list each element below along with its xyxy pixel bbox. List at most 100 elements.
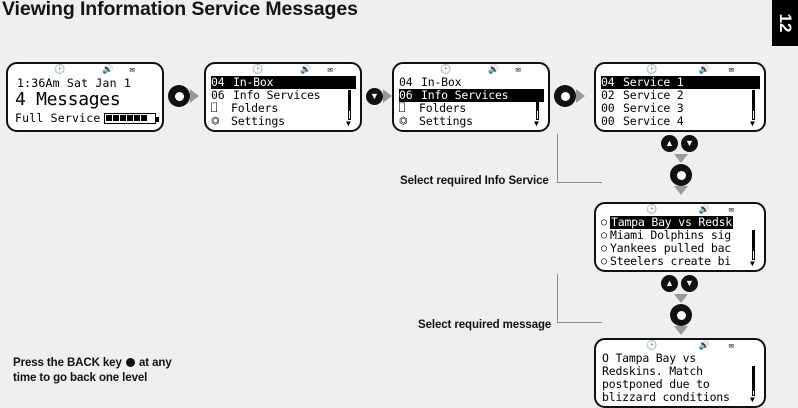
list-item[interactable]: 06 Info Services [211, 89, 356, 102]
row-count: 04 [211, 75, 225, 89]
scrollbar[interactable]: ▼ [750, 230, 757, 268]
list-item[interactable]: 00 Service 3 [601, 102, 760, 115]
scrollbar[interactable]: ▼ [750, 366, 757, 404]
back-note-text-1: Press the BACK key [13, 357, 122, 369]
idle-message-count: 4 Messages [15, 89, 121, 110]
message-detail-body: O Tampa Bay vs Redskins. Match postponed… [601, 352, 760, 405]
ok-key-2[interactable] [554, 85, 576, 107]
scroll-down-indicator: ▼ [534, 119, 539, 128]
message-list-body: ○ Tampa Bay vs Redsk ○ Miami Dolphins si… [601, 216, 760, 269]
row-label: Steelers create bi [610, 254, 732, 268]
flow-arrow-right-3 [576, 89, 585, 103]
row-label: Folders [231, 101, 279, 115]
message-list-screen: 🕑 🔊 ✉ ○ Tampa Bay vs Redsk ○ Miami Dolph… [594, 202, 766, 272]
row-label: In-Box [233, 75, 274, 89]
unread-envelope-icon: ○ [601, 243, 607, 254]
down-key-1[interactable]: ▼ [366, 88, 383, 105]
back-note-text-3: time to go back one level [13, 372, 148, 384]
menu-screen-inbox: 🕑 🔊 ✉ 04 In-Box 06 Info Services ⎕ Folde… [204, 62, 362, 132]
down-key-2[interactable]: ▼ [681, 135, 698, 152]
list-item[interactable]: ⏣ Settings [211, 115, 356, 128]
list-item[interactable]: ○ Tampa Bay vs Redsk [601, 216, 760, 229]
row-count: 00 [601, 101, 615, 115]
envelope-icon: ✉ [515, 65, 522, 75]
annotation-select-message: Select required message [418, 319, 552, 331]
scroll-down-indicator: ▼ [750, 119, 755, 128]
list-item[interactable]: ○ Yankees pulled bac [601, 242, 760, 255]
row-count: 06 [399, 88, 413, 102]
speaker-icon: 🔊 [101, 65, 114, 75]
info-service-list-screen: 🕑 🔊 ✉ 04 Service 1 02 Service 2 00 Servi… [594, 62, 766, 132]
menu-body: 04 In-Box 06 Info Services ⎕ Folders ⏣ S… [399, 76, 544, 129]
scrollbar-thumb[interactable] [536, 91, 539, 111]
list-item[interactable]: ○ Steelers create bi [601, 255, 760, 268]
scrollbar-thumb[interactable] [752, 367, 755, 391]
down-key-3[interactable]: ▼ [681, 275, 698, 292]
scroll-down-indicator: ▼ [346, 119, 351, 128]
list-item[interactable]: 04 Service 1 [601, 76, 760, 89]
list-item[interactable]: 02 Service 2 [601, 89, 760, 102]
message-rows: ○ Tampa Bay vs Redsk ○ Miami Dolphins si… [601, 216, 760, 269]
list-item[interactable]: ⏣ Settings [399, 115, 544, 128]
menu-rows: 04 In-Box 06 Info Services ⎕ Folders ⏣ S… [211, 76, 356, 129]
envelope-icon: ✉ [728, 205, 735, 215]
service-list-body: 04 Service 1 02 Service 2 00 Service 3 0… [601, 76, 760, 129]
idle-screen: 🕑 🔊 ✉ 1:36Am Sat Jan 1 4 Messages Full S… [6, 62, 164, 132]
row-label: Yankees pulled bac [610, 241, 732, 255]
envelope-icon: ✉ [327, 65, 334, 75]
settings-icon: ⏣ [399, 116, 408, 127]
list-item[interactable]: 00 Service 4 [601, 115, 760, 128]
row-label: Service 1 [623, 75, 684, 89]
battery-bars [106, 115, 147, 121]
flow-arrow-down-3 [674, 294, 688, 303]
row-count: 06 [211, 88, 225, 102]
scrollbar-thumb[interactable] [752, 231, 755, 251]
row-label: In-Box [421, 75, 462, 89]
list-item[interactable]: 04 In-Box [211, 76, 356, 89]
scrollbar[interactable]: ▼ [750, 90, 757, 128]
flow-arrow-right-2 [383, 89, 392, 103]
scroll-down-indicator: ▼ [750, 259, 755, 268]
list-item[interactable]: 04 In-Box [399, 76, 544, 89]
idle-service-status: Full Service [15, 111, 101, 125]
ok-key-4[interactable] [670, 304, 692, 326]
list-item[interactable]: 06 Info Services [399, 89, 544, 102]
row-count: 02 [601, 88, 615, 102]
up-key-1[interactable]: ▲ [661, 135, 678, 152]
back-key-icon [125, 358, 135, 367]
idle-time: 1:36Am Sat Jan 1 [17, 76, 131, 90]
speaker-icon: 🔊 [698, 341, 710, 351]
ok-key-3[interactable] [670, 164, 692, 186]
row-label: Info Services [421, 88, 509, 102]
service-rows: 04 Service 1 02 Service 2 00 Service 3 0… [601, 76, 760, 129]
row-label: Tampa Bay vs Redsk [610, 215, 734, 229]
page-title: Viewing Information Service Messages [2, 0, 358, 20]
row-label: Service 3 [623, 101, 684, 115]
scrollbar[interactable]: ▼ [346, 90, 353, 128]
list-item[interactable]: ○ Miami Dolphins sig [601, 229, 760, 242]
speaker-icon: 🔊 [299, 65, 312, 75]
scrollbar-thumb[interactable] [752, 91, 755, 111]
speaker-icon: 🔊 [487, 65, 500, 75]
list-item[interactable]: ⎕ Folders [399, 102, 544, 115]
row-label: Settings [419, 114, 473, 128]
ok-key-1[interactable] [168, 85, 190, 107]
unread-envelope-icon: ○ [601, 256, 607, 267]
row-label: Settings [231, 114, 285, 128]
alarm-icon: 🕑 [440, 65, 452, 75]
list-item[interactable]: ⎕ Folders [211, 102, 356, 115]
row-label: Folders [419, 101, 467, 115]
battery-icon [104, 113, 159, 124]
scrollbar[interactable]: ▼ [534, 90, 541, 128]
speaker-icon: 🔊 [698, 205, 710, 215]
envelope-icon: ✉ [728, 65, 735, 75]
row-label: Service 2 [623, 88, 684, 102]
up-key-2[interactable]: ▲ [661, 275, 678, 292]
message-body-text: O Tampa Bay vs Redskins. Match postponed… [602, 351, 730, 404]
envelope-icon: ✉ [129, 65, 136, 75]
scrollbar-thumb[interactable] [348, 91, 351, 111]
flow-arrow-down-2 [674, 186, 688, 195]
message-detail-screen: 🕑 🔊 ✉ O Tampa Bay vs Redskins. Match pos… [594, 338, 766, 408]
flow-arrow-right-1 [190, 89, 199, 103]
